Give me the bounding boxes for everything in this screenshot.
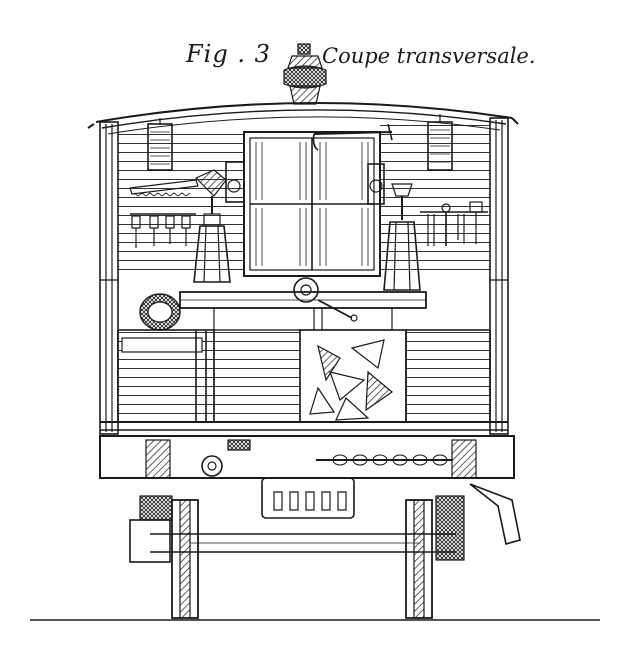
axle: [150, 533, 456, 553]
right-cabinet: [405, 329, 491, 423]
central-window: [243, 131, 381, 277]
wall-saw: [129, 179, 199, 197]
car-floor: [100, 421, 508, 431]
figure-caption: Fig . 3 Coupe transversale.: [0, 36, 620, 76]
axle-box: [261, 477, 355, 519]
left-lifting-jack: [193, 161, 245, 283]
overhead-rod: [312, 123, 393, 151]
right-wheel: [405, 483, 521, 619]
left-wall: [99, 121, 119, 435]
right-lifting-jack: [367, 163, 421, 291]
right-tool-rack: [420, 201, 488, 246]
roof-lantern: [283, 43, 327, 105]
workbench: [179, 277, 427, 331]
underframe: [99, 435, 515, 479]
back-wall-planks-right: [380, 124, 490, 274]
right-hanging-lantern: [427, 114, 453, 171]
back-wall-planks-left: [118, 126, 244, 276]
center-storage: [299, 329, 407, 423]
figure-label: Fig . 3: [186, 40, 271, 68]
coiled-rope: [139, 293, 181, 331]
right-wall: [489, 117, 509, 435]
mid-floor-planks: [213, 329, 301, 423]
left-hanging-lantern: [147, 118, 173, 171]
left-cabinet: [117, 329, 215, 423]
roof-outline: [87, 101, 519, 135]
left-wheel: [129, 495, 199, 619]
figure-title: Coupe transversale.: [322, 44, 536, 68]
left-tool-rack: [130, 213, 196, 248]
